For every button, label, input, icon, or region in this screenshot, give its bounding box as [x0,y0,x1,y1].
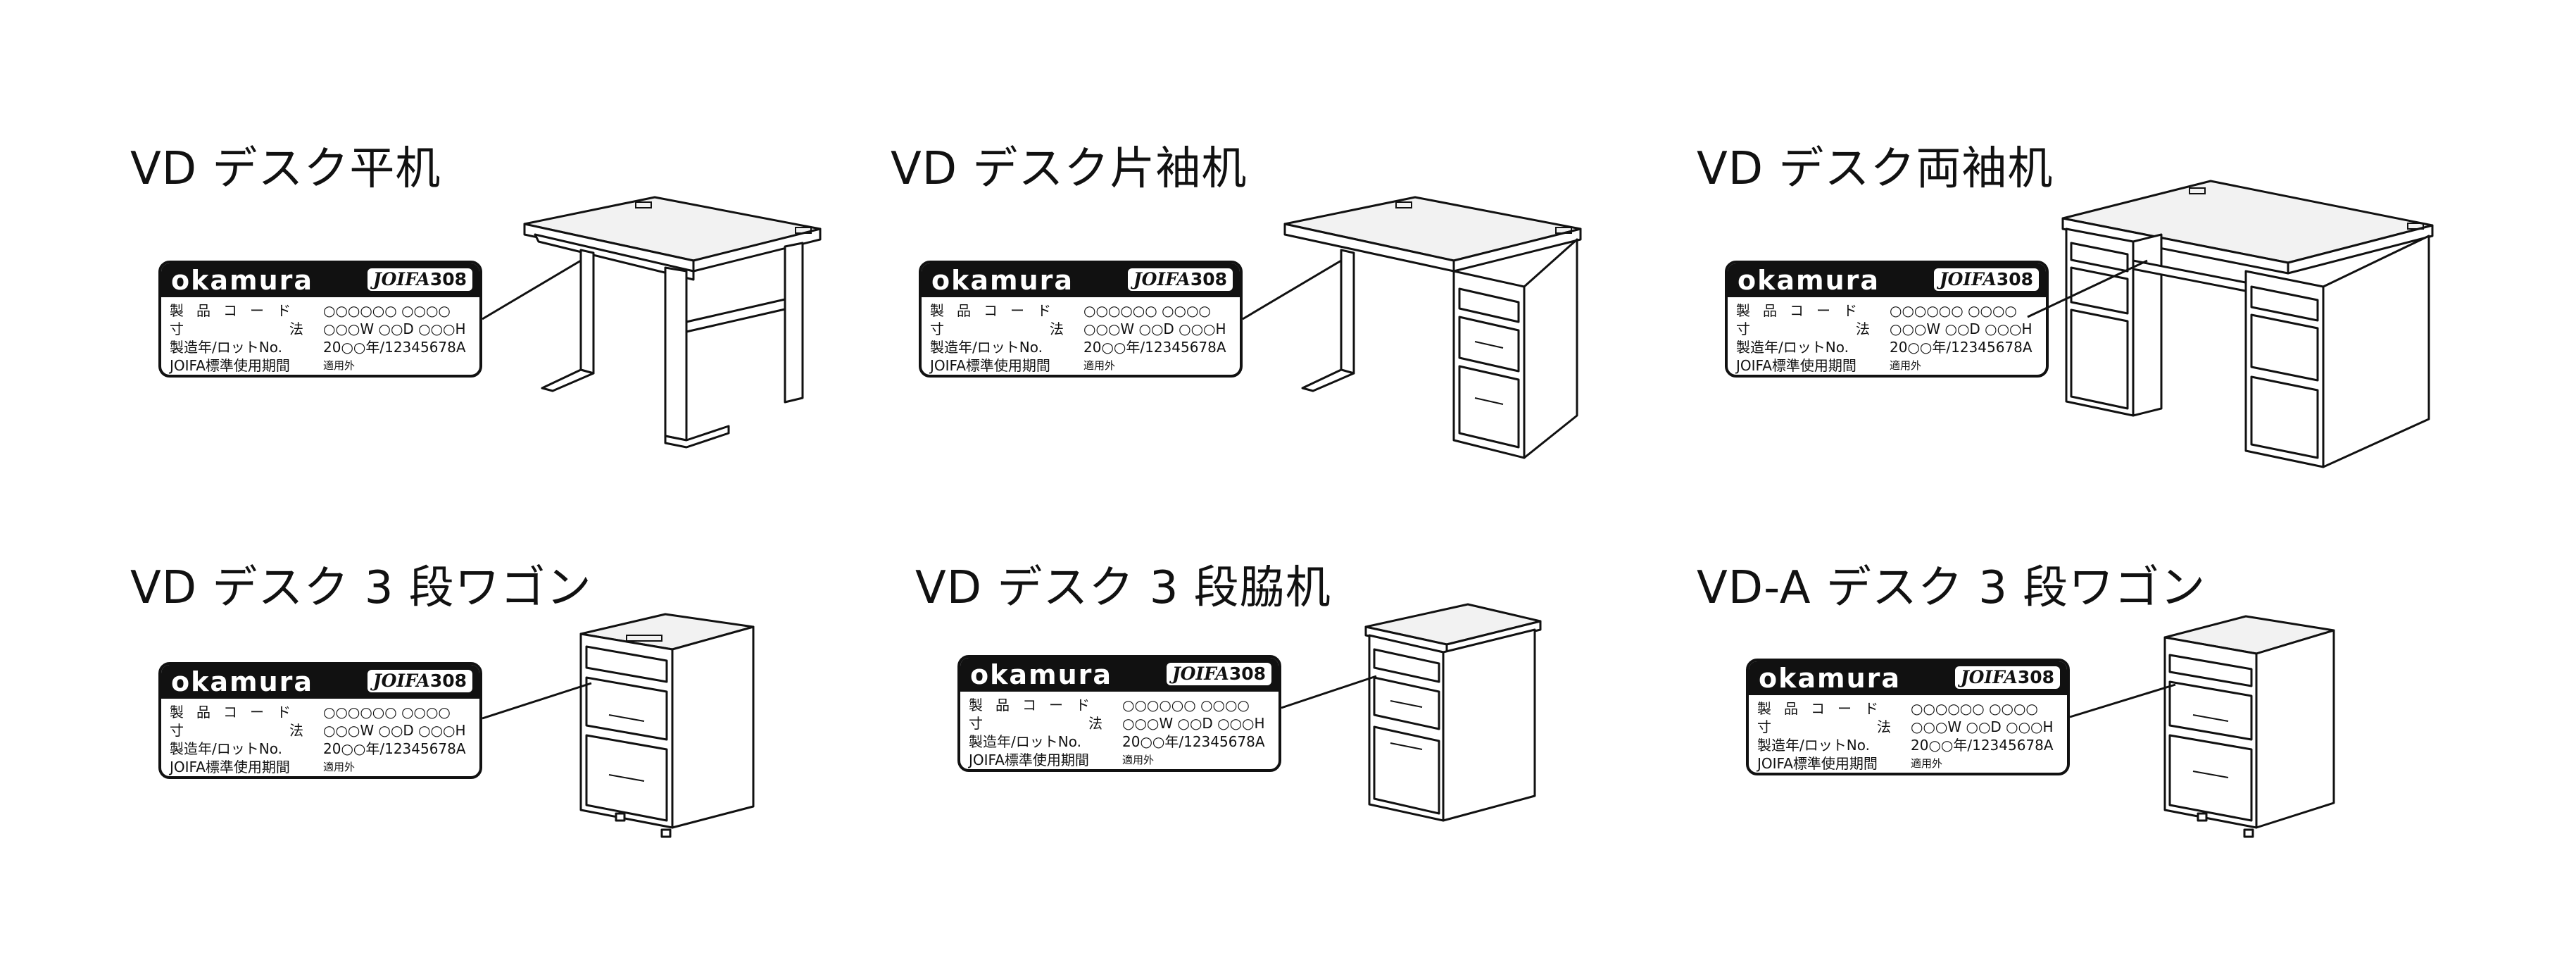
label-row-size: 寸法○○○W ○○D ○○○H [170,320,466,337]
panel-title: VD デスク 3 段ワゴン [130,562,592,614]
label-row-lot: 製造年/ロットNo.20○○年/12345678A [170,740,466,757]
label-row-lot: 製造年/ロットNo.20○○年/12345678A [170,339,466,356]
product-label: okamura JOIFA308 製品コード○○○○○○ ○○○○ 寸法○○○W… [158,662,482,779]
label-row-size: 寸法○○○W ○○D ○○○H [969,715,1265,732]
panel-double-pedestal-desk: VD デスク両袖机 okamura JOIFA308 製品コード○○○○○○ ○… [1697,137,2506,532]
label-row-code: 製品コード○○○○○○ ○○○○ [170,302,451,319]
okamura-logo: okamura [970,659,1113,690]
panel-title: VD デスク 3 段脇机 [915,562,1331,614]
panel-flat-desk: VD デスク平机 okamura JOIFA308 製品コード○○○○○○ ○○… [130,137,940,532]
label-row-size: 寸法○○○W ○○D ○○○H [930,320,1226,337]
double-pedestal-desk-illustration [2027,180,2434,468]
label-row-period: JOIFA標準使用期間適用外 [1736,357,1922,374]
label-row-period: JOIFA標準使用期間適用外 [930,357,1116,374]
label-row-lot: 製造年/ロットNo.20○○年/12345678A [1736,339,2032,356]
product-label: okamura JOIFA308 製品コード○○○○○○ ○○○○ 寸法○○○W… [158,261,482,378]
joifa-badge: JOIFA308 [1127,268,1233,291]
okamura-logo: okamura [931,265,1074,296]
joifa-badge: JOIFA308 [1954,666,2060,689]
joifa-badge: JOIFA308 [367,268,472,291]
okamura-logo: okamura [171,265,314,296]
panel-3-drawer-side-desk: VD デスク 3 段脇机 okamura JOIFA308 製品コード○○○○○… [915,556,1725,951]
label-row-code: 製品コード○○○○○○ ○○○○ [1757,700,2038,717]
product-label: okamura JOIFA308 製品コード○○○○○○ ○○○○ 寸法○○○W… [1725,261,2049,378]
single-pedestal-desk-illustration [1242,196,1582,459]
product-label: okamura JOIFA308 製品コード○○○○○○ ○○○○ 寸法○○○W… [1746,659,2070,775]
label-row-size: 寸法○○○W ○○D ○○○H [1757,718,2054,735]
label-row-period: JOIFA標準使用期間適用外 [170,357,356,374]
panel-title: VD デスク平机 [130,143,441,195]
label-row-code: 製品コード○○○○○○ ○○○○ [930,302,1211,319]
label-row-size: 寸法○○○W ○○D ○○○H [1736,320,2032,337]
label-row-code: 製品コード○○○○○○ ○○○○ [170,704,451,721]
label-row-period: JOIFA標準使用期間適用外 [170,759,356,775]
panel-3-drawer-wagon: VD デスク 3 段ワゴン okamura JOIFA308 製品コード○○○○… [130,556,940,951]
panel-title: VD デスク片袖机 [891,143,1248,195]
joifa-badge: JOIFA308 [1166,663,1271,685]
vda-wagon-illustration [2069,615,2335,838]
flat-desk-illustration [482,196,822,449]
label-row-lot: 製造年/ロットNo.20○○年/12345678A [1757,737,2054,754]
label-row-code: 製品コード○○○○○○ ○○○○ [1736,302,2017,319]
label-row-lot: 製造年/ロットNo.20○○年/12345678A [930,339,1226,356]
product-label: okamura JOIFA308 製品コード○○○○○○ ○○○○ 寸法○○○W… [919,261,1243,378]
side-desk-illustration [1281,603,1542,822]
panel-title: VD-A デスク 3 段ワゴン [1697,562,2206,614]
wagon-illustration [482,613,755,838]
label-row-lot: 製造年/ロットNo.20○○年/12345678A [969,733,1265,750]
product-label: okamura JOIFA308 製品コード○○○○○○ ○○○○ 寸法○○○W… [957,655,1281,772]
joifa-badge: JOIFA308 [367,670,472,692]
panel-vda-3-drawer-wagon: VD-A デスク 3 段ワゴン okamura JOIFA308 製品コード○○… [1697,556,2506,951]
okamura-logo: okamura [171,666,314,697]
label-row-period: JOIFA標準使用期間適用外 [1757,755,1943,772]
label-row-code: 製品コード○○○○○○ ○○○○ [969,697,1250,713]
label-row-size: 寸法○○○W ○○D ○○○H [170,722,466,739]
okamura-logo: okamura [1759,663,1902,694]
panel-title: VD デスク両袖机 [1697,143,2054,195]
joifa-badge: JOIFA308 [1933,268,2039,291]
okamura-logo: okamura [1738,265,1880,296]
panel-single-pedestal-desk: VD デスク片袖机 okamura JOIFA308 製品コード○○○○○○ ○… [891,137,1700,532]
label-row-period: JOIFA標準使用期間適用外 [969,752,1155,768]
